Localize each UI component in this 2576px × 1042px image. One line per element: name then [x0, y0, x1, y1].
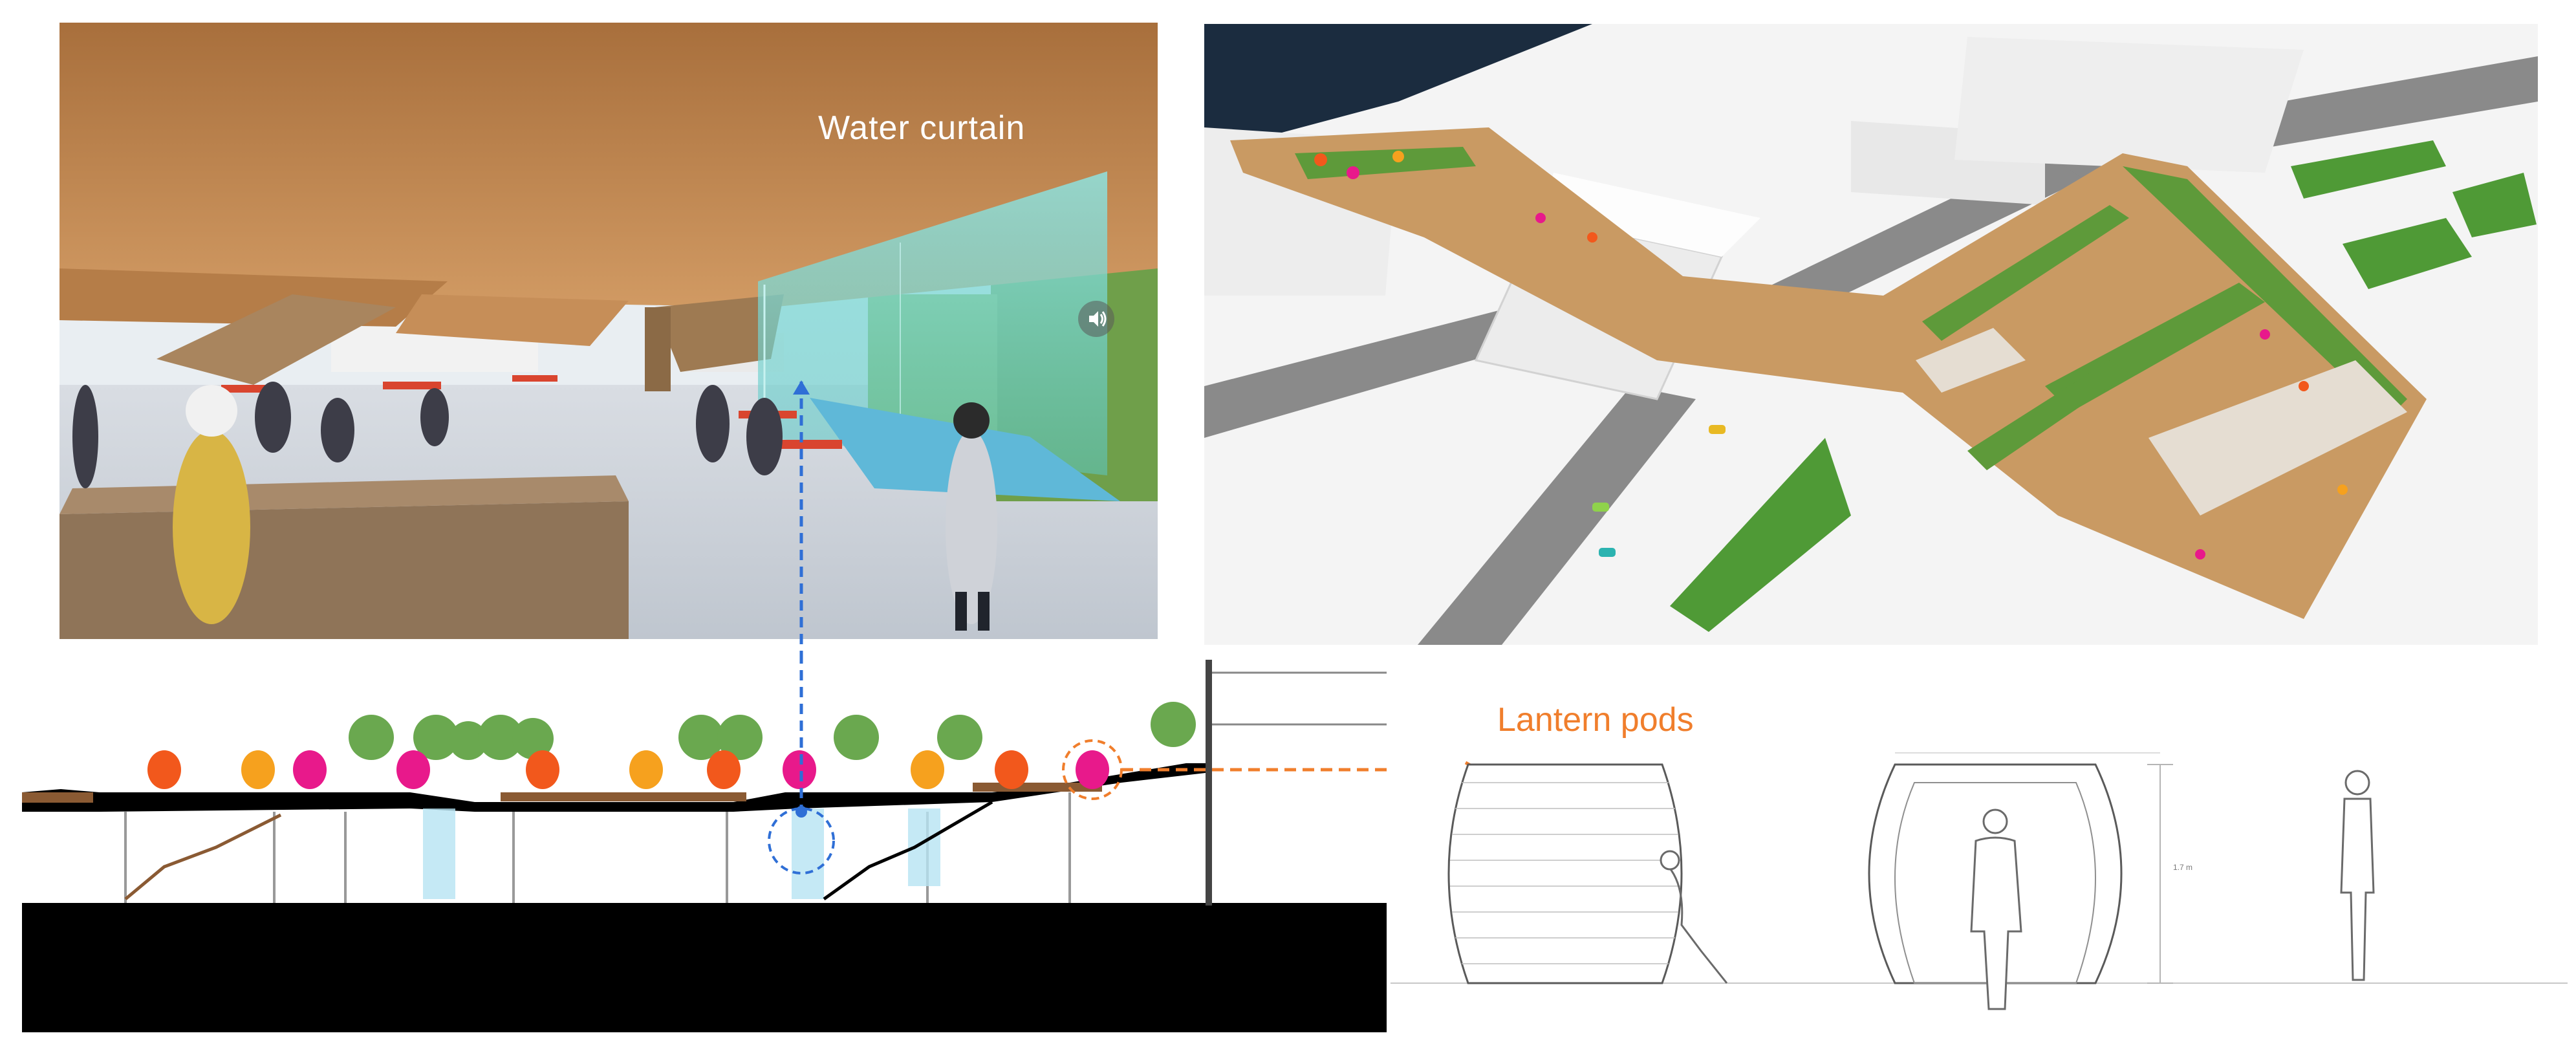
pod-height-dimension: 1.7 m — [2173, 863, 2193, 872]
water-curtain-callout-svg — [799, 382, 803, 653]
perspective-illustration — [60, 23, 1158, 639]
water-curtain-label: Water curtain — [818, 109, 1026, 147]
perspective-render — [60, 23, 1158, 639]
water-curtain-arrowhead — [793, 380, 810, 397]
speaker-icon-glyph — [1089, 311, 1107, 327]
lantern-pods-label: Lantern pods — [1497, 701, 1694, 739]
arrow-up-icon — [793, 380, 810, 395]
section-drawing — [22, 653, 1387, 1032]
pod-elevation-drawing — [1391, 752, 2568, 1010]
pod-elevations — [1391, 737, 2568, 1028]
speaker-icon[interactable] — [1078, 301, 1114, 337]
aerial-render — [1204, 24, 2538, 645]
site-section — [22, 653, 1387, 1035]
aerial-illustration — [1204, 24, 2538, 645]
water-curtain-callout-line — [799, 382, 803, 653]
